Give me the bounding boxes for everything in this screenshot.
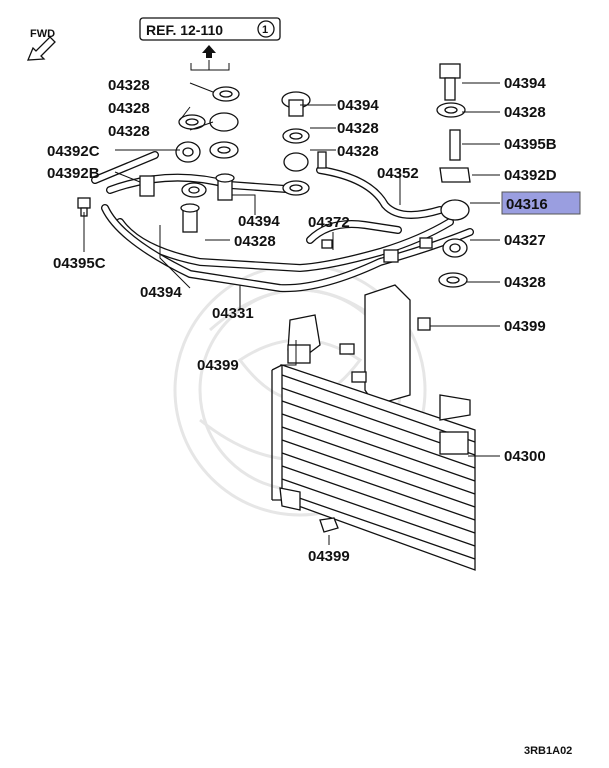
part-label[interactable]: 04328	[108, 123, 150, 140]
fwd-arrow-icon	[26, 36, 56, 61]
part-label[interactable]: 04395C	[53, 255, 106, 272]
part-labels: 04328 04328 04328 04392C 04392B 04395C 0…	[47, 75, 557, 565]
part-label[interactable]: 04394	[238, 213, 280, 230]
right-fittings	[417, 63, 471, 331]
part-label[interactable]: 04327	[504, 232, 546, 249]
part-label[interactable]: 04328	[108, 100, 150, 117]
arrow-up-icon	[202, 45, 216, 58]
part-label[interactable]: 04395B	[504, 136, 557, 153]
part-label[interactable]: 04328	[108, 77, 150, 94]
part-label[interactable]: 04328	[337, 143, 379, 160]
ref-circle-number: 1	[262, 24, 268, 36]
part-label[interactable]: 04328	[504, 104, 546, 121]
fwd-indicator: FWD	[26, 28, 56, 61]
part-label[interactable]: 04331	[212, 305, 254, 322]
part-label[interactable]: 04399	[308, 548, 350, 565]
fwd-label: FWD	[30, 28, 55, 40]
selected-part-highlight	[501, 191, 581, 215]
center-fittings	[281, 91, 433, 263]
ref-label: REF. 12-110	[146, 22, 223, 38]
part-label[interactable]: 04399	[197, 357, 239, 374]
part-label[interactable]: 04372	[308, 214, 350, 231]
oil-cooler	[271, 284, 476, 571]
part-label[interactable]: 04394	[140, 284, 182, 301]
part-label[interactable]: 04352	[377, 165, 419, 182]
part-label[interactable]: 04392B	[47, 165, 100, 182]
part-label[interactable]: 04399	[504, 318, 546, 335]
part-label[interactable]: 04394	[504, 75, 546, 92]
part-label-highlighted[interactable]: 04316	[506, 196, 548, 213]
reference-box: REF. 12-110 1	[139, 17, 281, 71]
part-label[interactable]: 04392D	[504, 167, 557, 184]
part-label[interactable]: 04328	[234, 233, 276, 250]
part-label[interactable]: 04394	[337, 97, 379, 114]
diagram-code: 3RB1A02	[524, 745, 572, 757]
leader-lines	[83, 82, 500, 545]
part-label[interactable]: 04328	[504, 274, 546, 291]
left-fittings	[77, 86, 240, 233]
part-label[interactable]: 04392C	[47, 143, 100, 160]
part-label[interactable]: 04328	[337, 120, 379, 137]
part-label[interactable]: 04300	[504, 448, 546, 465]
